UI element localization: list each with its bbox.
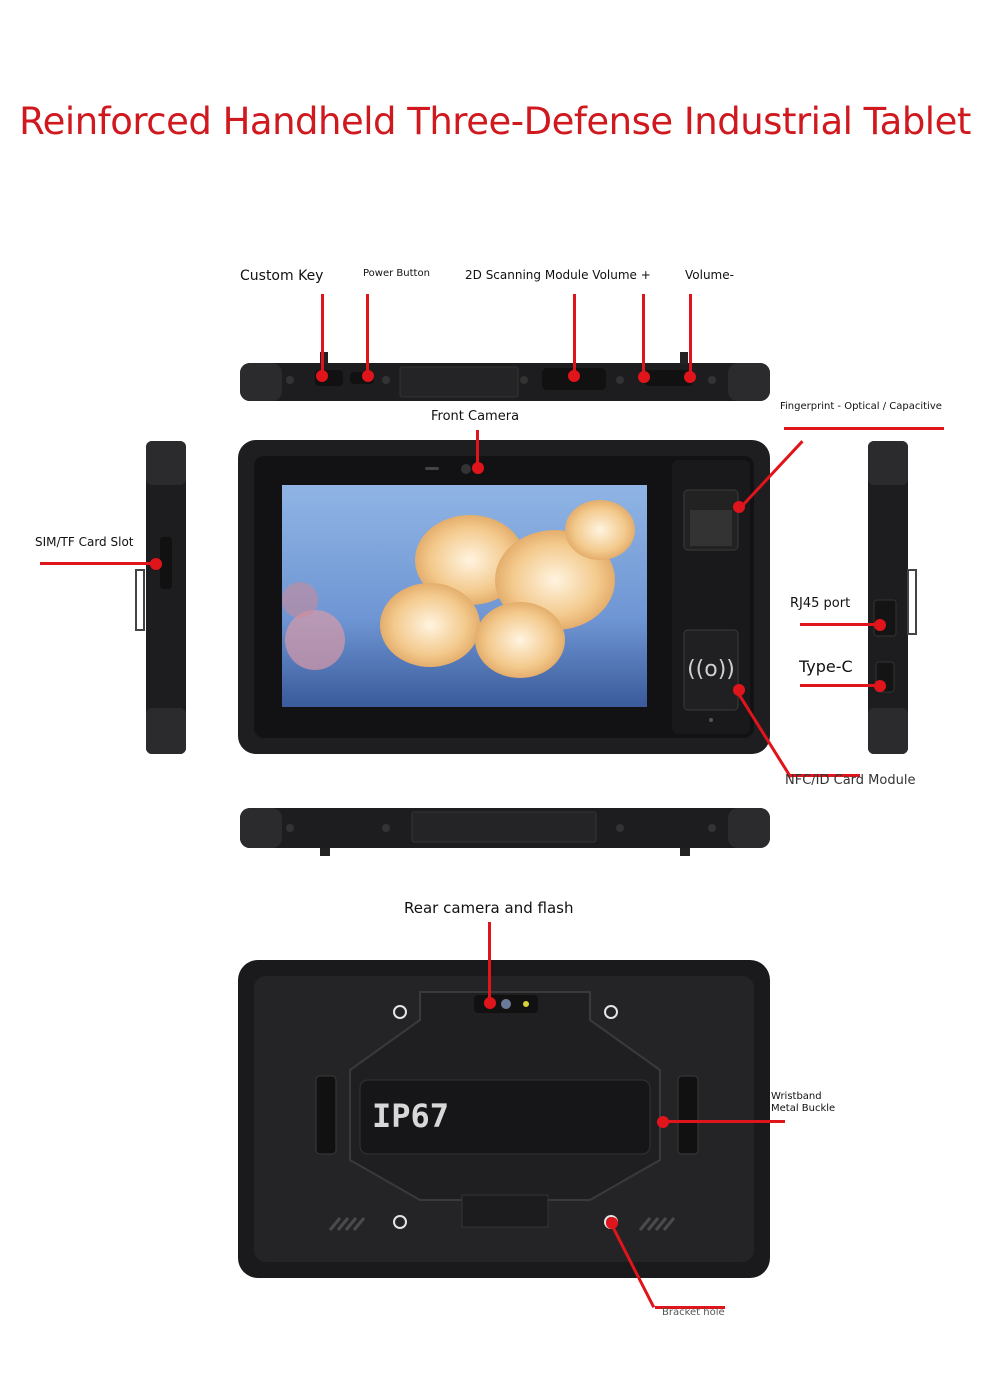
callout-line-rj45 xyxy=(800,623,882,626)
label-scan-volume-plus: 2D Scanning Module Volume + xyxy=(465,268,651,282)
callout-dot-rear-camera xyxy=(484,997,496,1009)
tablet-bottom-edge xyxy=(240,808,770,856)
svg-text:((o)): ((o)) xyxy=(687,657,735,682)
label-rear-camera: Rear camera and flash xyxy=(404,899,574,917)
callout-dot-nfc xyxy=(733,684,745,696)
callout-dot-volume-plus xyxy=(638,371,650,383)
ip67-badge: IP67 xyxy=(372,1097,450,1135)
callout-line-fingerprint-h xyxy=(784,427,944,430)
label-front-camera: Front Camera xyxy=(431,409,520,424)
tablet-back xyxy=(238,960,770,1278)
label-nfc: NFC/ID Card Module xyxy=(785,773,916,788)
callout-line-power xyxy=(366,294,369,378)
callout-dot-sim xyxy=(150,558,162,570)
callout-dot-fingerprint xyxy=(733,501,745,513)
callout-line-volume-plus xyxy=(642,294,645,376)
callout-line-volume-minus xyxy=(689,294,692,376)
callout-line-sim xyxy=(40,562,158,565)
callout-dot-rj45 xyxy=(874,619,886,631)
label-sim-tf: SIM/TF Card Slot xyxy=(35,535,134,549)
callout-line-nfc-h xyxy=(790,774,860,777)
callout-dot-front-camera xyxy=(472,462,484,474)
callout-line-rear-camera xyxy=(488,922,491,1002)
page-title: Reinforced Handheld Three-Defense Indust… xyxy=(19,100,971,143)
label-bracket-hole: Bracket hole xyxy=(662,1307,725,1318)
label-rj45: RJ45 port xyxy=(790,596,851,611)
label-wristband-text: Wristband Metal Buckle xyxy=(771,1091,836,1114)
callout-dot-power xyxy=(362,370,374,382)
callout-dot-wristband xyxy=(657,1116,669,1128)
label-fingerprint: Fingerprint - Optical / Capacitive xyxy=(780,401,942,412)
callout-line-typec xyxy=(800,684,882,687)
callout-dot-typec xyxy=(874,680,886,692)
callout-dot-scan xyxy=(568,370,580,382)
callout-dot-bracket xyxy=(606,1217,618,1229)
label-volume-minus: Volume- xyxy=(685,268,734,282)
callout-line-wristband xyxy=(663,1120,785,1123)
tablet-left-side xyxy=(135,441,186,754)
label-custom-key: Custom Key xyxy=(240,268,324,284)
tablet-front: ((o)) xyxy=(238,440,770,754)
label-type-c: Type-C xyxy=(799,657,853,676)
label-power-button: Power Button xyxy=(363,268,430,279)
label-wristband: Wristband Metal Buckle xyxy=(771,1091,851,1115)
callout-line-custom-key xyxy=(321,294,324,376)
callout-line-front-camera xyxy=(476,430,479,466)
callout-line-bracket-h xyxy=(655,1306,725,1309)
callout-line-scan xyxy=(573,294,576,374)
tablet-right-side xyxy=(868,441,917,754)
callout-dot-custom-key xyxy=(316,370,328,382)
callout-dot-volume-minus xyxy=(684,371,696,383)
